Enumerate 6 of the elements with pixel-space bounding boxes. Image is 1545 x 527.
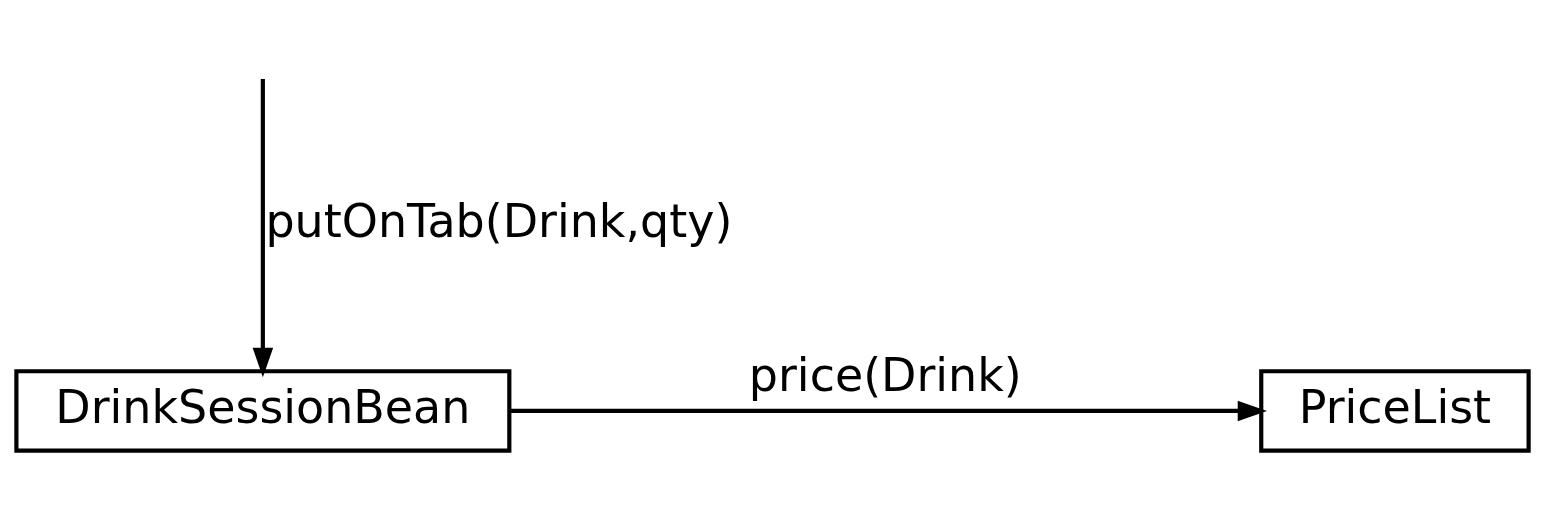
edge-label: price(Drink) xyxy=(748,347,1022,402)
node-box: DrinkSessionBean xyxy=(14,368,512,453)
arrow xyxy=(252,78,274,377)
edge-label: putOnTab(Drink,qty) xyxy=(265,193,733,248)
node-box: PriceList xyxy=(1259,368,1531,453)
arrow xyxy=(509,400,1267,421)
